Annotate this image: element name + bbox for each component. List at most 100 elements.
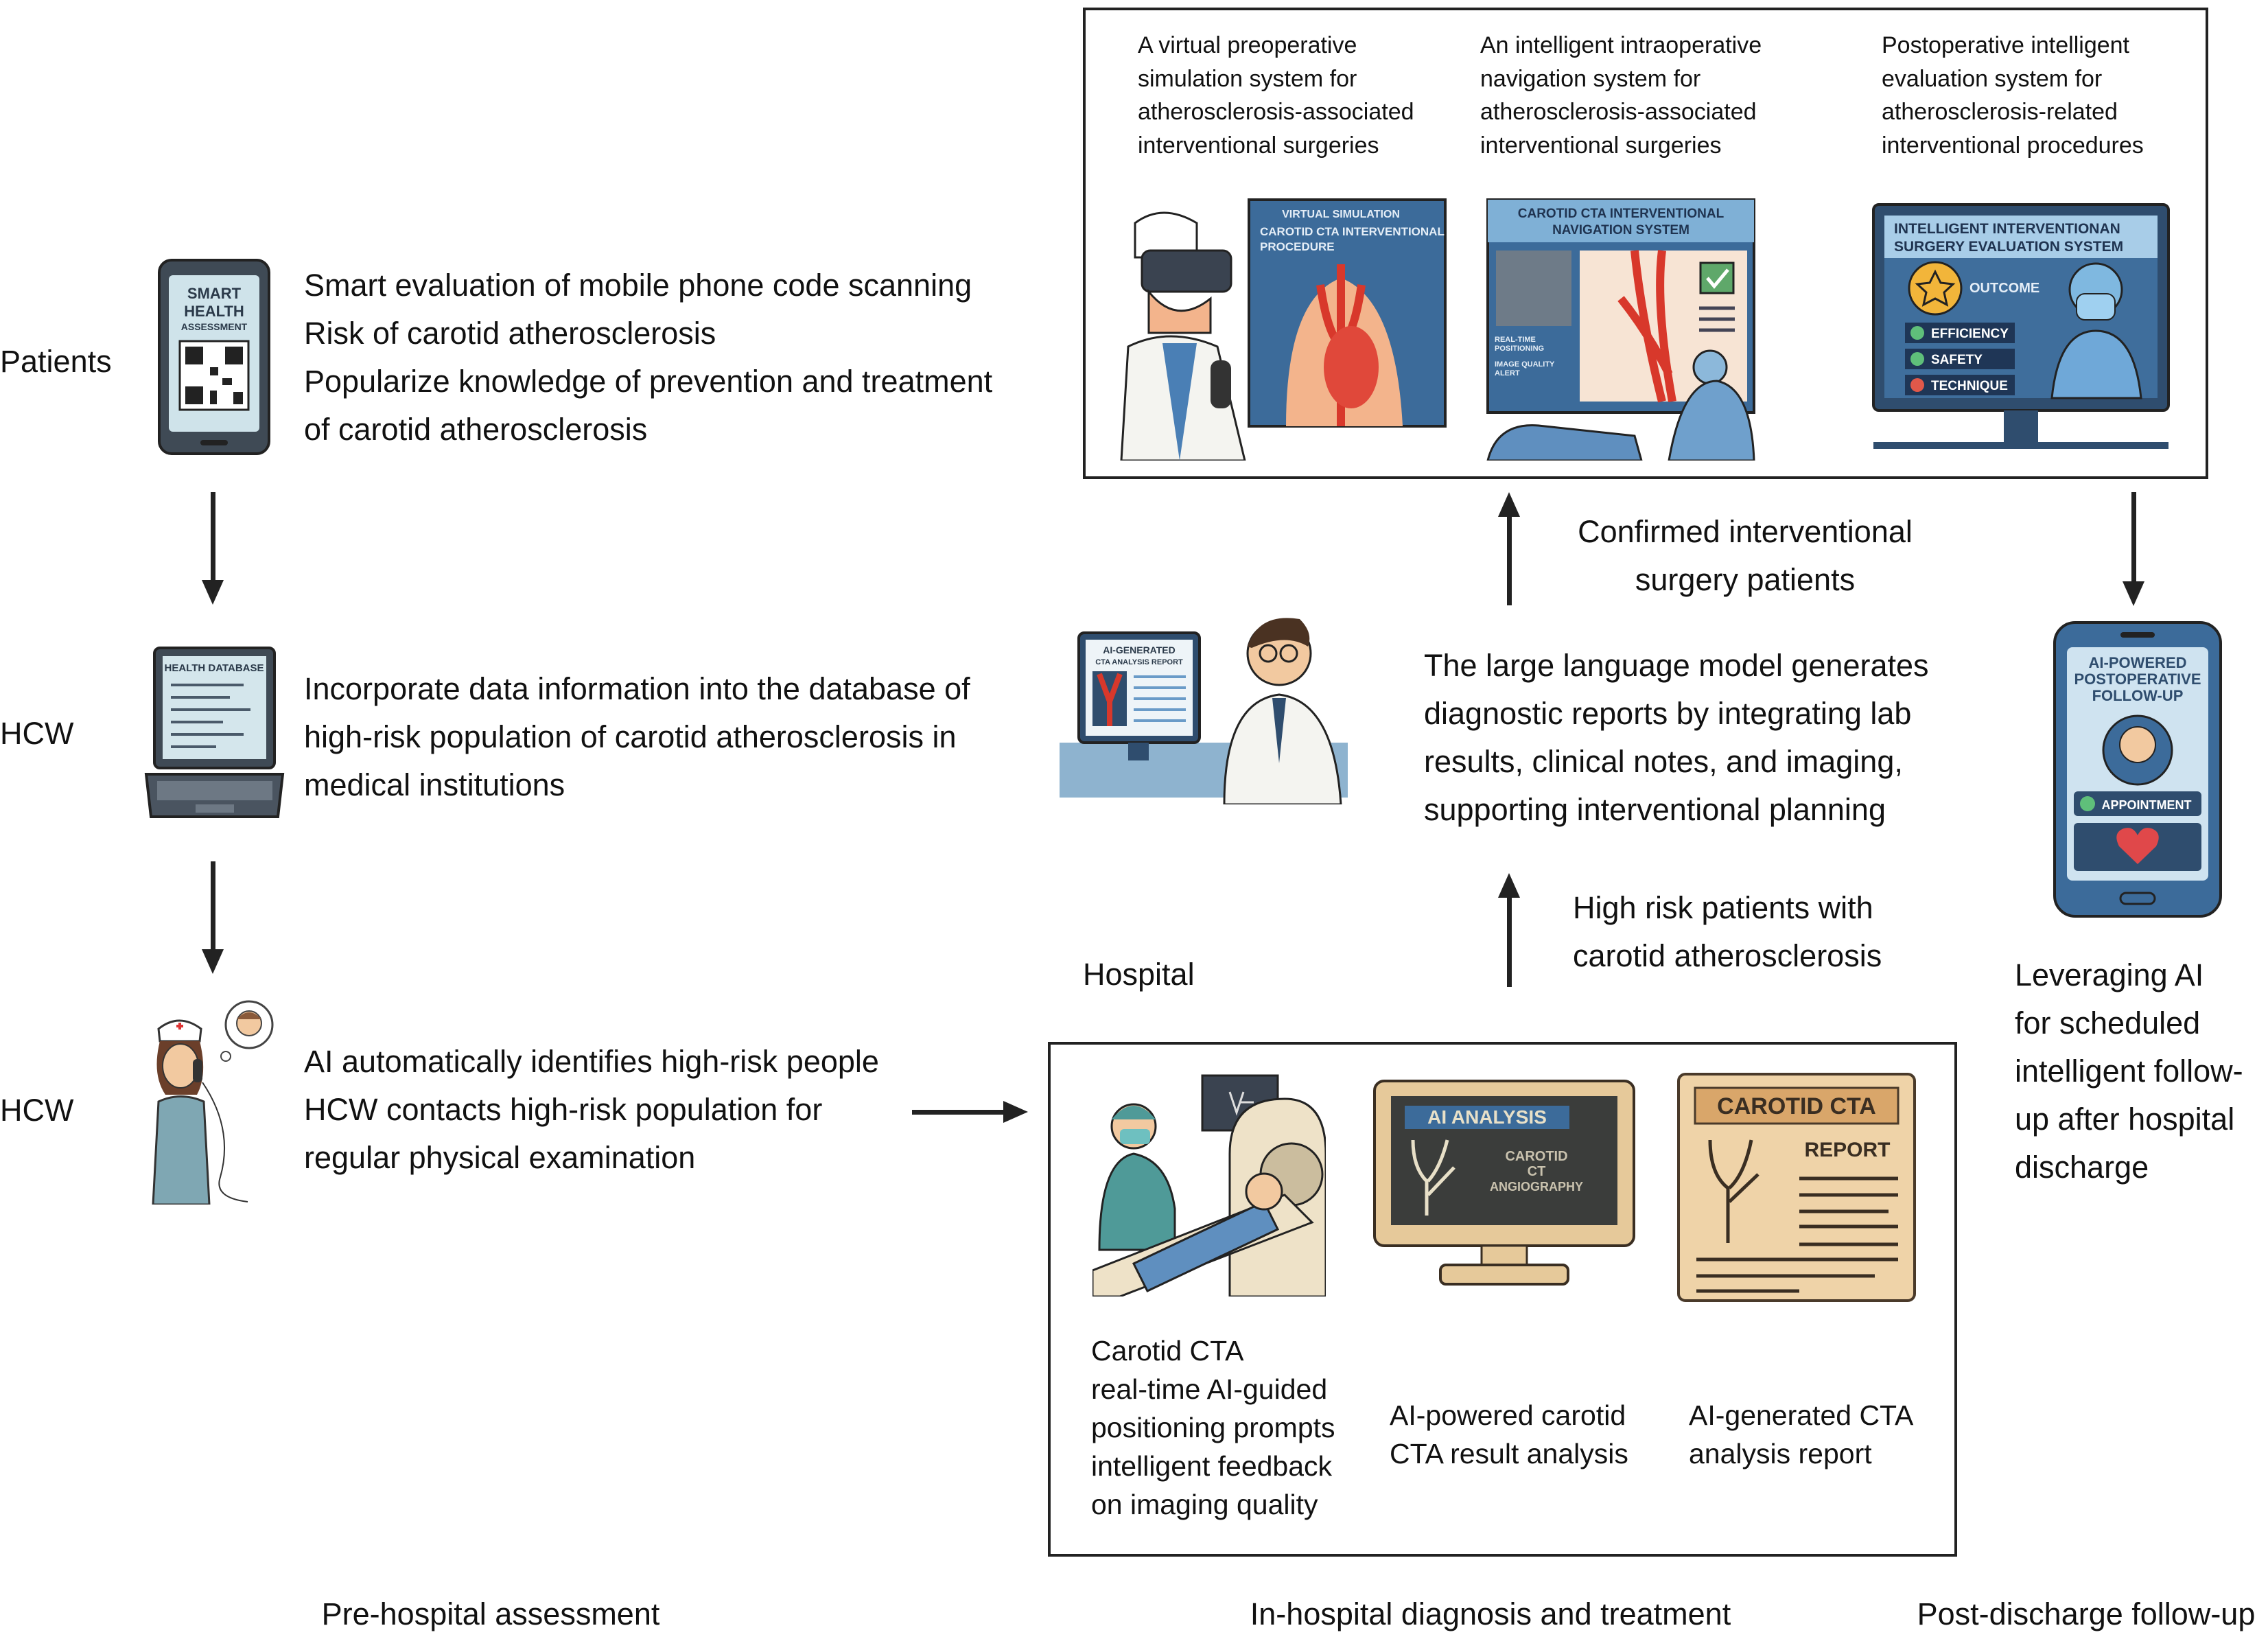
- text-line: Postoperative intelligent: [1882, 32, 2130, 58]
- panel-text: SAFETY: [1931, 353, 1983, 367]
- text-line: AI-generated CTA: [1689, 1399, 1914, 1431]
- hcw-label: HCW: [0, 1093, 74, 1128]
- text-line: Risk of carotid atherosclerosis: [304, 316, 716, 351]
- ai-identification-description: AI automatically identifies high-risk pe…: [304, 1038, 879, 1182]
- text-line: high-risk population of carotid atherosc…: [304, 719, 957, 754]
- cta-report-document-illustration: CAROTID CTA REPORT: [1676, 1071, 1917, 1303]
- text-line: real-time AI-guided: [1091, 1373, 1328, 1405]
- text-line: discharge: [2015, 1150, 2149, 1185]
- patients-description: Smart evaluation of mobile phone code sc…: [304, 261, 992, 454]
- text-line: Smart evaluation of mobile phone code sc…: [304, 268, 972, 303]
- high-risk-patients-label: High risk patients with carotid atherosc…: [1573, 884, 1882, 980]
- phase-label-post-discharge: Post-discharge follow-up: [1917, 1596, 2256, 1631]
- text-line: on imaging quality: [1091, 1489, 1318, 1520]
- phone-screen-text: HEALTH: [184, 303, 244, 320]
- phase-label-pre-hospital: Pre-hospital assessment: [321, 1596, 660, 1631]
- evaluation-caption: Postoperative intelligent evaluation sys…: [1882, 29, 2144, 162]
- phone-screen-text: ASSESSMENT: [181, 321, 248, 332]
- panel-text: EFFICIENCY: [1931, 327, 2009, 341]
- panel-text: TECHNIQUE: [1931, 379, 2008, 393]
- phone-screen-text: POSTOPERATIVE: [2074, 671, 2201, 688]
- text-line: interventional surgeries: [1480, 132, 1722, 159]
- text-line: Popularize knowledge of prevention and t…: [304, 364, 993, 399]
- monitor-text: ANGIOGRAPHY: [1490, 1180, 1583, 1194]
- text-line: supporting interventional planning: [1424, 792, 1886, 827]
- panel-text: NAVIGATION SYSTEM: [1552, 223, 1690, 237]
- text-line: atherosclerosis-associated: [1480, 99, 1757, 125]
- text-line: Carotid CTA: [1091, 1335, 1244, 1367]
- ai-report-caption: AI-generated CTA analysis report: [1689, 1396, 1913, 1473]
- vr-simulation-caption: A virtual preoperative simulation system…: [1138, 29, 1414, 162]
- panel-text: IMAGE QUALITY ALERT: [1495, 360, 1555, 377]
- text-line: medical institutions: [304, 767, 565, 802]
- text-line: surgery patients: [1635, 562, 1856, 597]
- arrow-head: [202, 580, 224, 605]
- hcw-label: HCW: [0, 716, 74, 751]
- ai-analysis-caption: AI-powered carotid CTA result analysis: [1390, 1396, 1628, 1473]
- text-line: Leveraging AI: [2015, 957, 2204, 992]
- text-line: results, clinical notes, and imaging,: [1424, 744, 1903, 779]
- ct-positioning-caption: Carotid CTA real-time AI-guided position…: [1091, 1332, 1335, 1524]
- text-line: Confirmed interventional: [1578, 514, 1913, 549]
- arrow-head: [1003, 1101, 1028, 1123]
- monitor-text: CAROTID: [1505, 1149, 1567, 1164]
- text-line: evaluation system for: [1882, 65, 2103, 92]
- monitor-text: AI ANALYSIS: [1427, 1106, 1547, 1128]
- arrow-down: [2131, 492, 2136, 583]
- text-line: intelligent follow-: [2015, 1054, 2243, 1089]
- phase-label-in-hospital: In-hospital diagnosis and treatment: [1250, 1596, 1731, 1631]
- text-line: diagnostic reports by integrating lab: [1424, 696, 1912, 731]
- ct-scan-illustration: [1092, 1071, 1326, 1297]
- phone-screen-text: FOLLOW-UP: [2092, 687, 2184, 704]
- text-line: atherosclerosis-related: [1882, 99, 2118, 125]
- text-line: A virtual preoperative: [1138, 32, 1357, 58]
- text-line: intelligent feedback: [1091, 1450, 1333, 1482]
- arrow-up: [1507, 516, 1512, 605]
- nurse-phone-call-icon: [145, 999, 290, 1205]
- screen-text: AI-GENERATED: [1103, 644, 1176, 655]
- text-line: AI-powered carotid: [1390, 1399, 1626, 1431]
- arrow-head: [202, 949, 224, 974]
- laptop-database-icon: HEALTH DATABASE: [141, 644, 288, 824]
- screen-text: CTA ANALYSIS REPORT: [1095, 658, 1183, 666]
- arrow-down: [211, 492, 215, 581]
- panel-text: REAL-TIME POSITIONING: [1495, 336, 1545, 353]
- panel-text: PROCEDURE: [1260, 240, 1335, 253]
- panel-text: CAROTID CTA INTERVENTIONAL: [1518, 207, 1725, 221]
- text-line: carotid atherosclerosis: [1573, 938, 1882, 973]
- text-line: analysis report: [1689, 1438, 1872, 1469]
- text-line: atherosclerosis-associated: [1138, 99, 1414, 125]
- panel-text: INTELLIGENT INTERVENTIONAN: [1894, 221, 2120, 237]
- text-line: of carotid atherosclerosis: [304, 412, 648, 447]
- arrow-head: [1498, 492, 1520, 517]
- text-line: for scheduled: [2015, 1006, 2201, 1041]
- hospital-label: Hospital: [1083, 957, 1195, 992]
- evaluation-system-illustration: INTELLIGENT INTERVENTIONAN SURGERY EVALU…: [1867, 200, 2179, 461]
- arrow-head: [1498, 873, 1520, 898]
- text-line: HCW contacts high-risk population for: [304, 1092, 823, 1127]
- panel-text: OUTCOME: [1969, 281, 2039, 296]
- laptop-screen-text: HEALTH DATABASE: [165, 662, 264, 674]
- database-description: Incorporate data information into the da…: [304, 665, 970, 809]
- text-line: Incorporate data information into the da…: [304, 671, 970, 706]
- text-line: regular physical examination: [304, 1140, 696, 1175]
- panel-text: VIRTUAL SIMULATION: [1282, 209, 1400, 220]
- text-line: AI automatically identifies high-risk pe…: [304, 1044, 879, 1079]
- llm-description: The large language model generates diagn…: [1424, 642, 1929, 834]
- doctor-ai-report-illustration: AI-GENERATED CTA ANALYSIS REPORT: [1060, 605, 1368, 804]
- text-line: CTA result analysis: [1390, 1438, 1628, 1469]
- text-line: High risk patients with: [1573, 890, 1873, 925]
- monitor-text: CT: [1528, 1164, 1546, 1179]
- navigation-system-illustration: CAROTID CTA INTERVENTIONAL NAVIGATION SY…: [1484, 196, 1758, 461]
- arrow-head: [2123, 581, 2144, 606]
- confirmed-patients-label: Confirmed interventional surgery patient…: [1539, 508, 1951, 604]
- panel-text: SURGERY EVALUATION SYSTEM: [1894, 239, 2123, 255]
- ai-analysis-monitor-illustration: AI ANALYSIS CAROTID CT ANGIOGRAPHY: [1372, 1078, 1637, 1289]
- arrow-down: [211, 861, 215, 951]
- document-text: REPORT: [1804, 1139, 1890, 1161]
- text-line: interventional surgeries: [1138, 132, 1379, 159]
- surgery-systems-box: [1083, 8, 2208, 479]
- appointment-button-text: APPOINTMENT: [2101, 798, 2191, 812]
- text-line: simulation system for: [1138, 65, 1357, 92]
- phone-screen-text: AI-POWERED: [2089, 654, 2187, 671]
